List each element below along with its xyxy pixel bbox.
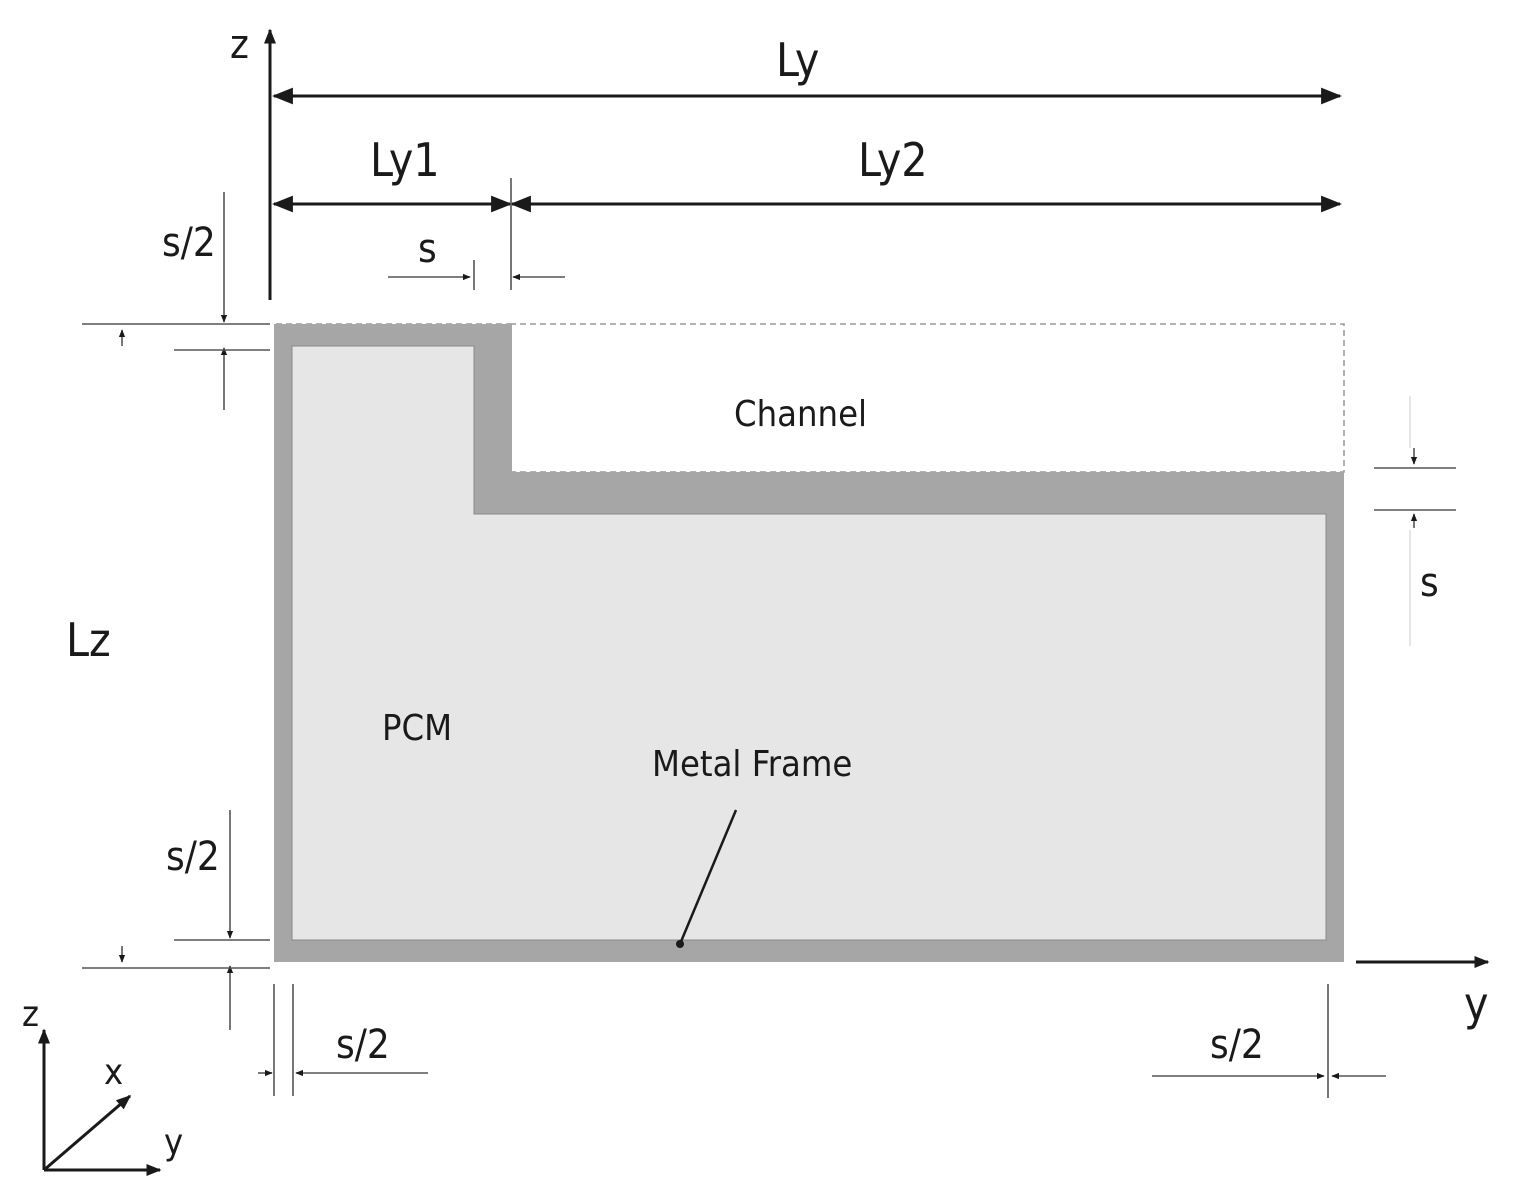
pcm-region: [291, 345, 1327, 941]
ly-label: Ly: [776, 33, 819, 87]
s-right-label: s: [1420, 560, 1439, 606]
triad-x-label: x: [104, 1052, 123, 1093]
ly1-label: Ly1: [370, 133, 440, 187]
s2-bottom-right-h-dimension: [1152, 984, 1386, 1098]
s2-top-left-label: s/2: [162, 220, 216, 266]
channel-region: [276, 323, 1345, 473]
s2-bottom-left-h-dimension: [258, 984, 428, 1096]
z-axis-label: z: [230, 22, 249, 68]
pcm-label: PCM: [382, 708, 452, 749]
channel-label: Channel: [734, 394, 867, 435]
triad-y-label: y: [164, 1122, 183, 1163]
ly2-label: Ly2: [858, 133, 928, 187]
s-top-dimension: [388, 260, 565, 290]
s-top-label: s: [418, 226, 437, 272]
s-right-dimension: [1374, 396, 1456, 646]
coordinate-triad: [38, 1028, 162, 1176]
lz-label: Lz: [66, 613, 111, 667]
s2-bottom-left-dimension: [82, 810, 270, 1030]
s2-bottom-left-label: s/2: [166, 834, 220, 880]
metal-frame-label: Metal Frame: [652, 744, 852, 785]
triad-z-label: z: [22, 994, 39, 1035]
s2-bottom-right-h-label: s/2: [1210, 1022, 1264, 1068]
y-axis-label: y: [1464, 977, 1488, 1031]
s2-bottom-left-h-label: s/2: [336, 1022, 390, 1068]
metal-frame-leader: [676, 809, 738, 948]
s2-top-left-dimension: [82, 192, 270, 410]
